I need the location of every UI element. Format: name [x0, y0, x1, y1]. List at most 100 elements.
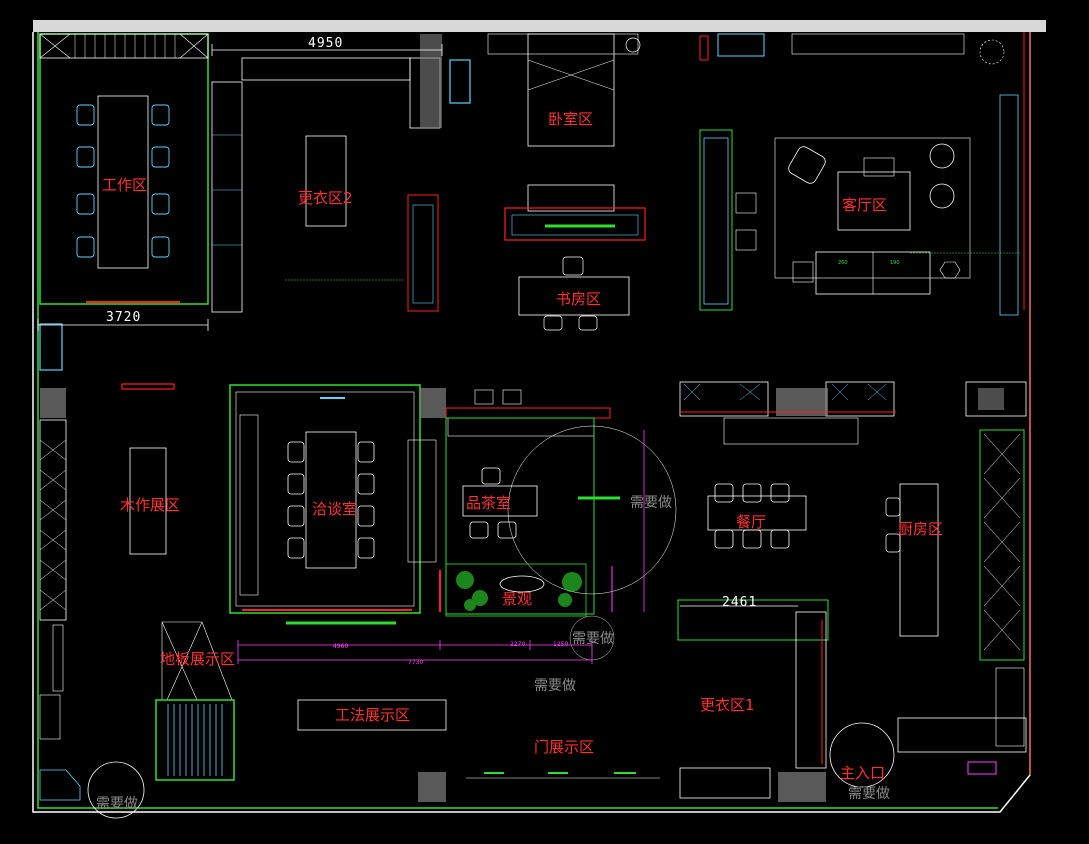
work-area-cabinet-hatch	[74, 34, 176, 58]
dimension-7730: 7730	[408, 659, 423, 666]
middle-partitions	[39, 323, 175, 740]
label-study: 书房区	[556, 290, 601, 308]
living-tv-cabinet	[699, 129, 733, 311]
label-work-area: 工作区	[102, 176, 147, 194]
wardrobe2-west-cabinet	[211, 81, 243, 313]
meeting-room-wall	[229, 384, 421, 614]
entrance-mat	[967, 761, 997, 775]
wood-display-box	[39, 323, 63, 371]
kitchen-area	[885, 381, 1027, 747]
work-area-cabinet-cross	[39, 33, 209, 59]
magenta-dimension-lines	[237, 640, 593, 664]
entrance-shoe-cabinet	[897, 717, 1027, 753]
door-swing-arc	[507, 425, 677, 595]
pouf-icon-2	[929, 183, 955, 209]
outer-wall	[32, 32, 1031, 813]
work-table	[97, 95, 149, 269]
southwest-door-swing	[87, 761, 145, 819]
kitchen-north-cabinet	[965, 381, 1027, 417]
landscape-plants	[456, 571, 582, 611]
study-area	[504, 184, 646, 331]
wardrobe1-north-cabinet	[677, 599, 829, 641]
wardrobe1-east-cabinet	[795, 611, 827, 769]
kitchen-cabinet-run	[979, 429, 1025, 661]
craft-display-table	[297, 699, 447, 731]
pouf-icon	[929, 143, 955, 169]
wardrobe2-island	[305, 135, 347, 227]
bedroom-side-cabinet	[449, 59, 471, 104]
label-meeting: 洽谈室	[312, 500, 357, 518]
label-door-display: 门展示区	[534, 738, 594, 756]
entrance-door-swing	[829, 722, 895, 788]
dimension-4950: 4950	[308, 36, 343, 51]
column-dining	[776, 388, 828, 416]
wardrobe2-mirror-cabinet	[407, 194, 439, 312]
dimension-190: 190	[890, 260, 900, 266]
study-table	[518, 276, 630, 316]
floor-display-frame	[155, 699, 235, 781]
label-landscape: 景观	[502, 590, 532, 608]
wardrobe2-north-cabinet	[241, 57, 411, 81]
living-rug	[774, 137, 971, 279]
bedroom-area	[449, 33, 765, 147]
column-center	[420, 388, 446, 418]
tea-room-wall	[445, 417, 595, 615]
meeting-display-wall	[407, 439, 437, 563]
bedside-lamp-icon	[625, 37, 641, 53]
dimension-260: 260	[838, 260, 848, 266]
label-floor-display: 地板展示区	[160, 650, 235, 668]
meeting-table	[305, 431, 357, 569]
top-wall-band	[33, 20, 1046, 32]
dimension-2461: 2461	[722, 595, 757, 610]
label-wardrobe2: 更衣区2	[298, 189, 353, 207]
inner-wall-line	[37, 32, 998, 809]
study-chairs	[543, 256, 598, 331]
work-area	[39, 33, 209, 305]
label-craft-display: 工法展示区	[335, 706, 410, 724]
label-living: 客厅区	[842, 196, 887, 214]
note-todo-center: 需要做	[534, 678, 576, 694]
work-area-wall	[39, 33, 209, 305]
bedroom-dresser	[717, 33, 765, 57]
meeting-chairs	[287, 441, 375, 559]
dining-chairs	[714, 483, 790, 549]
bed-headboard	[487, 33, 639, 55]
armchair-icon	[788, 146, 826, 184]
note-todo-tea: 需要做	[630, 495, 672, 511]
kitchen-island	[899, 483, 939, 637]
living-east-cabinet	[999, 94, 1019, 316]
work-chairs	[76, 104, 170, 258]
wood-display-table	[129, 447, 167, 555]
dimension-1250: 1250	[553, 641, 568, 648]
bed	[527, 33, 615, 147]
wood-display-sill	[121, 383, 175, 390]
dimension-2270: 2270	[510, 641, 525, 648]
label-wood-display: 木作展区	[120, 496, 180, 514]
landscape-bed	[445, 563, 587, 617]
dining-cabinet-right	[825, 381, 895, 417]
label-tea: 品茶室	[466, 494, 511, 512]
note-todo-entrance: 需要做	[848, 786, 890, 802]
tea-table	[462, 485, 538, 517]
landscape-stone	[499, 575, 545, 593]
study-desk	[527, 184, 615, 212]
meeting-room	[229, 384, 437, 625]
column-south	[418, 772, 446, 802]
dimension-lines	[37, 44, 798, 607]
dining-sideboard	[723, 417, 859, 445]
study-bookshelf	[504, 207, 646, 241]
label-dining: 餐厅	[736, 513, 766, 531]
living-north-cabinet	[791, 33, 965, 55]
label-bedroom: 卧室区	[548, 110, 593, 128]
label-kitchen: 厨房区	[898, 520, 943, 538]
meeting-side-cabinet	[239, 414, 259, 596]
label-wardrobe1: 更衣区1	[700, 696, 755, 714]
tea-chairs	[469, 467, 517, 539]
dimension-3720: 3720	[106, 310, 141, 325]
column-southeast	[778, 772, 826, 802]
column-west	[40, 388, 66, 418]
floor-display-planks	[167, 704, 223, 776]
lower-area	[39, 599, 1027, 819]
